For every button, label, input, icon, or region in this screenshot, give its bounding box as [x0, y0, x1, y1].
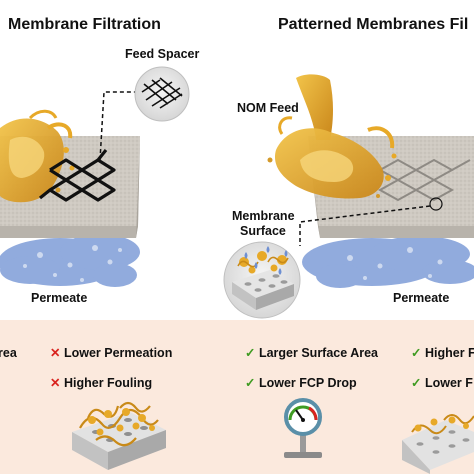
feed-spacer-inset	[134, 66, 190, 122]
right-spacer-lattice	[377, 158, 471, 202]
left-cut-label: rea	[0, 346, 17, 360]
left-panel-title: Membrane Filtration	[8, 16, 161, 33]
cross-icon: ✕	[50, 376, 61, 390]
right-bullet-2-text: Lower FCP Drop	[258, 376, 357, 390]
check-icon: ✓	[245, 346, 256, 360]
membrane-surface-label-1: Membrane	[232, 209, 295, 223]
check-icon: ✓	[411, 346, 422, 360]
left-nom-splash	[0, 109, 75, 203]
left-fouled-cube	[72, 401, 166, 470]
right-bullet-3: ✓ Higher F	[411, 347, 474, 360]
pressure-gauge-icon	[284, 398, 322, 458]
left-bullet-2: ✕ Higher Fouling	[50, 377, 152, 390]
right-bullet-1: ✓ Larger Surface Area	[245, 347, 378, 360]
left-connector	[99, 91, 136, 161]
left-spacer-lattice	[39, 149, 116, 202]
membrane-surface-label-2: Surface	[240, 224, 286, 238]
left-bullet-1-text: Lower Permeation	[63, 346, 173, 360]
left-bullet-1: ✕ Lower Permeation	[50, 347, 172, 360]
nom-feed-label: NOM Feed	[237, 101, 299, 115]
left-permeate-label: Permeate	[31, 291, 88, 305]
right-bullet-1-text: Larger Surface Area	[258, 346, 379, 360]
membrane-surface-inset	[223, 241, 301, 319]
left-permeate-cloud	[0, 234, 140, 287]
cross-icon: ✕	[50, 346, 61, 360]
left-bullet-2-text: Higher Fouling	[63, 376, 153, 390]
right-permeate-cloud	[302, 236, 474, 288]
right-panel-title: Patterned Membranes Fil	[278, 16, 469, 33]
right-bullet-3-text: Higher F	[424, 346, 474, 360]
right-connector	[299, 205, 431, 246]
check-icon: ✓	[411, 376, 422, 390]
right-nom-splash	[267, 74, 397, 199]
right-bullet-4: ✓ Lower F	[411, 377, 473, 390]
right-permeate-label: Permeate	[393, 291, 450, 305]
right-bullet-2: ✓ Lower FCP Drop	[245, 377, 357, 390]
right-zoom-marker	[429, 197, 443, 211]
feed-spacer-label: Feed Spacer	[125, 47, 200, 61]
right-bullet-4-text: Lower F	[424, 376, 473, 390]
right-patterned-block	[402, 414, 474, 474]
check-icon: ✓	[245, 376, 256, 390]
